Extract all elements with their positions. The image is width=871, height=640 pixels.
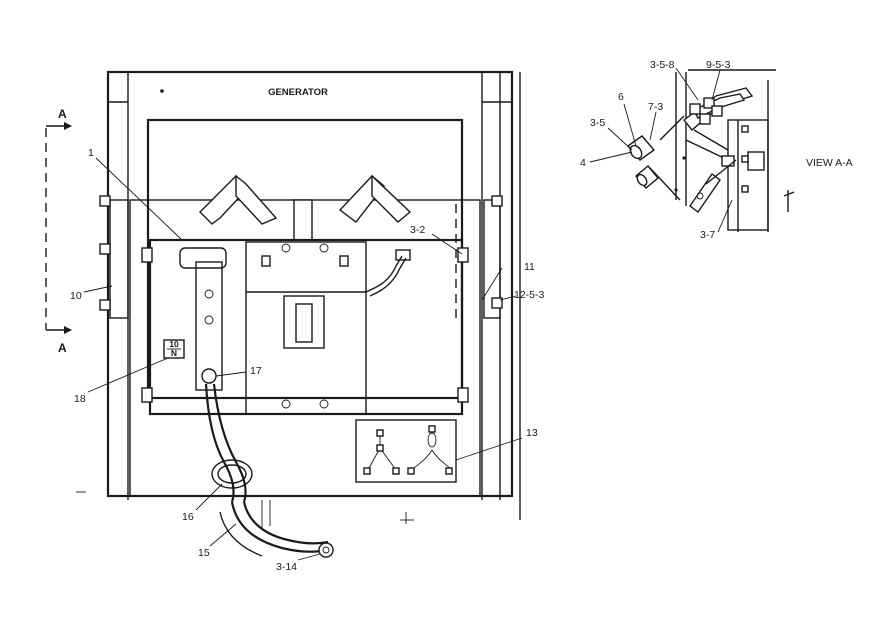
grommet-16 [211, 459, 253, 489]
connection-diagram-plate [355, 419, 457, 483]
callout-3-14: 3-14 [276, 561, 297, 573]
nameplate [163, 339, 185, 359]
breaker-handle [283, 295, 325, 349]
lug-17 [201, 368, 217, 384]
callout-3-2: 3-2 [410, 224, 425, 236]
callout-12-5-3: 12-5-3 [514, 289, 545, 301]
callout-10: 10 [70, 290, 82, 302]
section-marker-bottom: A [58, 341, 67, 355]
inner-frame [146, 118, 464, 400]
lug-3-14 [318, 542, 334, 558]
generator-enclosure-outline [106, 70, 514, 498]
callout-13: 13 [526, 427, 538, 439]
callout-18: 18 [74, 393, 86, 405]
wye-diagram-right [407, 425, 453, 475]
generator-title: GENERATOR [268, 87, 328, 98]
bus-bar-top [179, 247, 227, 269]
nameplate-bottom-text: N [171, 348, 177, 358]
detail-callout-3-5: 3-5 [590, 117, 605, 129]
detail-callout-3-5-8: 3-5-8 [650, 59, 675, 71]
detail-callout-4: 4 [580, 157, 586, 169]
detail-view-a-a: 3-5-8 9-5-3 6 7-3 3-5 4 3-7 VIEW A-A [580, 59, 853, 241]
callout-17: 17 [250, 365, 262, 377]
detail-callout-3-7: 3-7 [700, 229, 715, 241]
nameplate-top-text: 10 [169, 339, 179, 349]
callout-11: 11 [524, 261, 535, 273]
callout-15: 15 [198, 547, 210, 559]
left-mount-bar [109, 199, 129, 319]
detail-callout-6: 6 [618, 91, 624, 103]
detail-lower-bar [689, 173, 721, 213]
cable-15 [204, 383, 235, 503]
detail-callout-9-5-3: 9-5-3 [706, 59, 731, 71]
section-marker-top: A [58, 107, 67, 121]
detail-callout-7-3: 7-3 [648, 101, 663, 113]
view-a-a-title: VIEW A-A [806, 157, 853, 169]
callout-16: 16 [182, 511, 194, 523]
detail-panel-edge [727, 119, 769, 231]
bus-bar [195, 261, 223, 391]
main-view: 10 N [45, 70, 545, 573]
center-post [293, 199, 313, 241]
callout-1: 1 [88, 147, 94, 159]
circuit-breaker [245, 241, 367, 415]
terminal-panel [148, 238, 464, 416]
wye-diagram-left [363, 429, 400, 475]
